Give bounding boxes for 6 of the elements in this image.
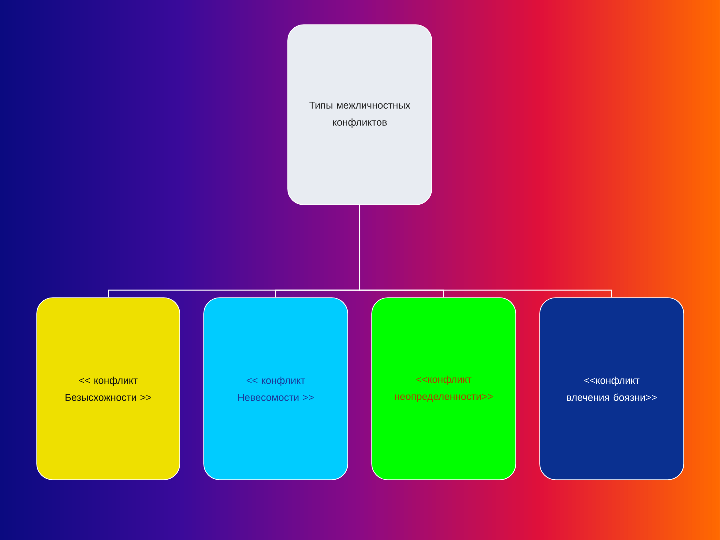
connector-line	[360, 204, 612, 298]
title-box: Типы межличностных конфликтов	[288, 24, 432, 206]
conflict-box: << конфликт Безысхожности >>	[36, 298, 180, 480]
conflict-box: << конфликт Невесомости >>	[204, 298, 348, 480]
conflict-box: <<конфликт неопределенности>>	[372, 298, 516, 480]
conflict-box: <<конфликт влечения боязни>>	[540, 298, 684, 480]
